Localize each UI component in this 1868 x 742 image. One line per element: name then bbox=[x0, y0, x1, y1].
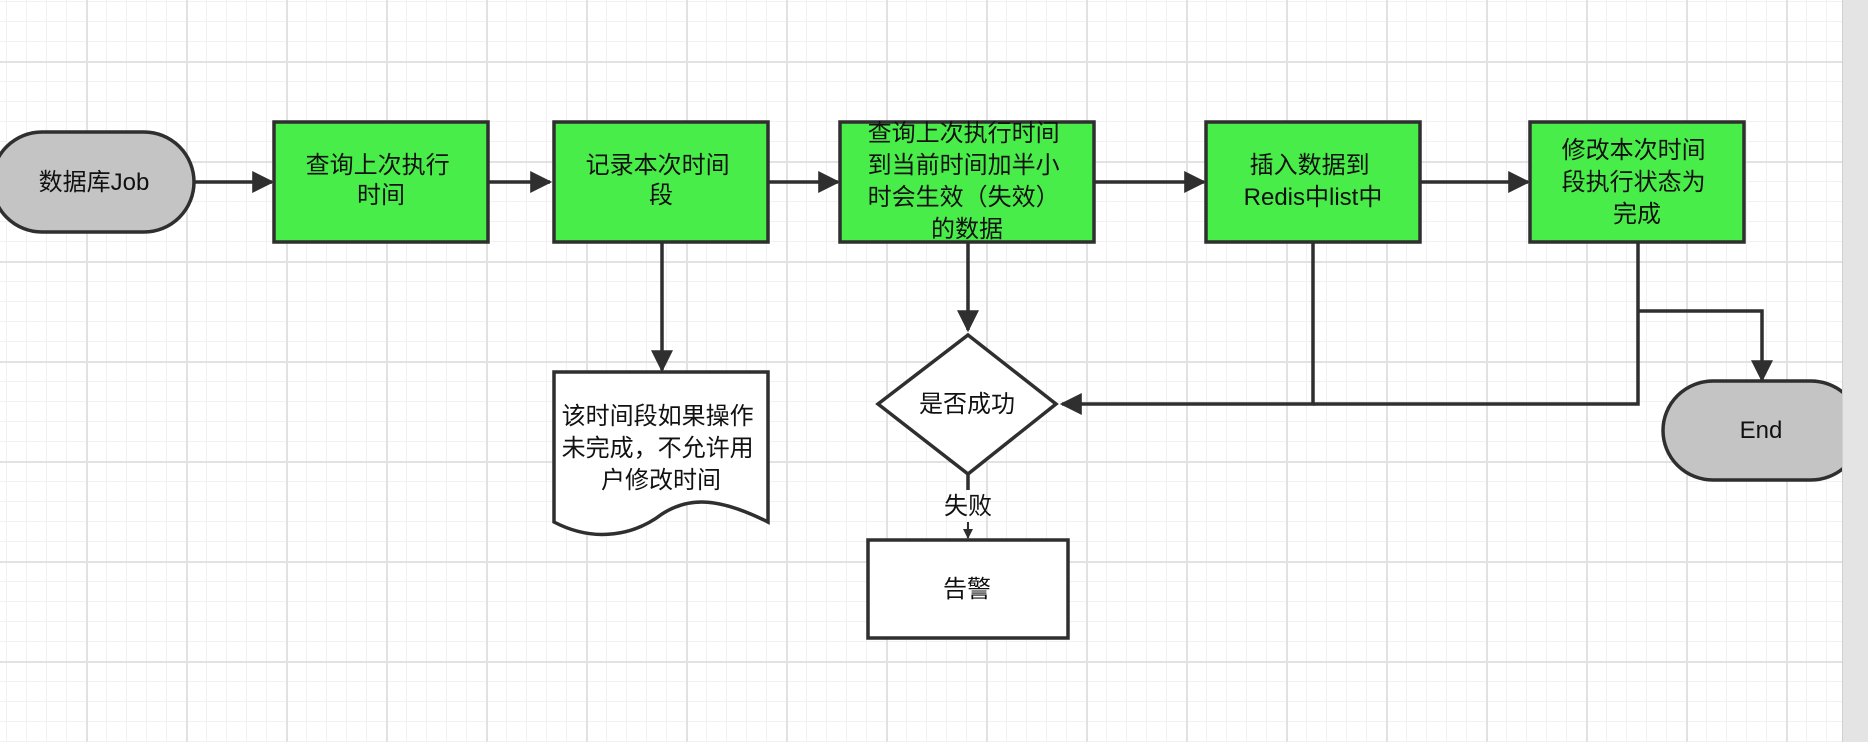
insert-redis-process[interactable] bbox=[1204, 120, 1422, 244]
query-last-time-process[interactable] bbox=[272, 120, 490, 244]
note-label: 该时间段如果操作 未完成，不允许用 户修改时间 bbox=[562, 403, 761, 494]
edges bbox=[194, 171, 1773, 539]
edge-update-to-end bbox=[1638, 309, 1773, 383]
decision-label: 是否成功 bbox=[919, 391, 1015, 418]
update-status-process[interactable] bbox=[1528, 120, 1746, 244]
query-data-process[interactable] bbox=[838, 120, 1096, 244]
edge-label-fail: 失败 bbox=[944, 493, 992, 520]
update-status-label: 修改本次时间 段执行状态为 完成 bbox=[1562, 137, 1713, 228]
nodes bbox=[0, 120, 1842, 640]
note-document[interactable] bbox=[552, 370, 770, 537]
scrollbar-strip[interactable] bbox=[1842, 0, 1868, 742]
end-terminal[interactable] bbox=[1661, 379, 1842, 482]
edge-update-to-decision bbox=[1313, 242, 1640, 406]
alarm-box[interactable] bbox=[866, 538, 1070, 640]
edge-insert-to-decision bbox=[1059, 242, 1315, 415]
alarm-label: 告警 bbox=[943, 576, 991, 603]
query-last-time-label: 查询上次执行 时间 bbox=[306, 152, 457, 209]
query-data-label: 查询上次执行时间 到当前时间加半小 时会生效（失效） 的数据 bbox=[868, 120, 1067, 243]
insert-redis-label: 插入数据到 Redis中list中 bbox=[1244, 152, 1383, 211]
node-labels: 数据库Job 查询上次执行 时间 记录本次时间 段 查询上次执行时间 到当前时间… bbox=[39, 120, 1783, 603]
end-label: End bbox=[1740, 417, 1783, 444]
start-terminal[interactable] bbox=[0, 130, 196, 234]
record-period-label: 记录本次时间 段 bbox=[586, 152, 737, 209]
decision-diamond[interactable] bbox=[875, 332, 1059, 477]
start-label: 数据库Job bbox=[39, 169, 150, 196]
record-period-process[interactable] bbox=[552, 120, 770, 244]
